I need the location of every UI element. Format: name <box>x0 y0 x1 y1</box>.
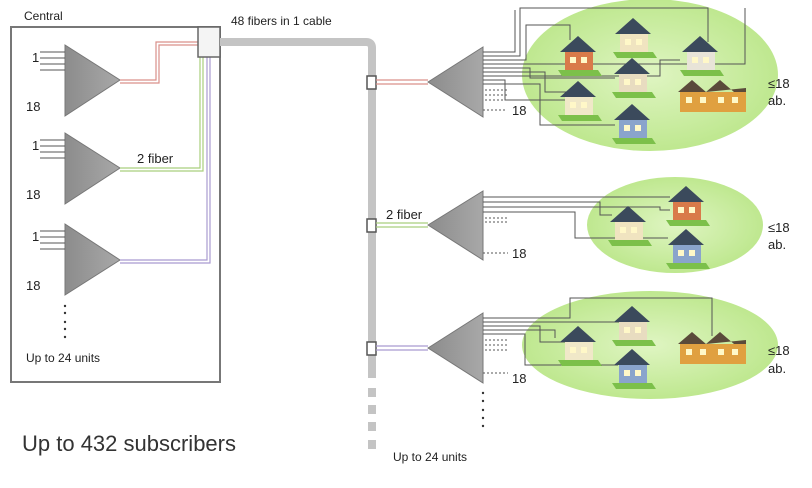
townhouse-icon <box>678 332 746 364</box>
two-fiber-label: 2 fiber <box>386 207 423 222</box>
central-splitter-1: 1 18 <box>26 44 121 117</box>
port-first-label: 1 <box>32 138 39 153</box>
house-icon <box>613 18 657 58</box>
cable-label: 48 fibers in 1 cable <box>231 14 332 28</box>
splitter-triangle <box>427 190 484 261</box>
subscribers-caption: Up to 432 subscribers <box>22 431 236 456</box>
house-icon <box>612 58 656 98</box>
port-last-label: 18 <box>26 99 40 114</box>
group-limit-label: ≤18 <box>768 343 790 358</box>
splitter-triangle <box>64 44 121 117</box>
house-icon <box>558 326 602 366</box>
central-units-label: Up to 24 units <box>26 351 100 365</box>
house-icon <box>558 36 602 76</box>
splice-3 <box>366 341 428 356</box>
port-last-label: 18 <box>512 103 526 118</box>
splitter-triangle <box>64 132 121 205</box>
port-last-label: 18 <box>26 278 40 293</box>
central-office: Central 1 18 1 18 <box>10 9 221 383</box>
house-icon <box>612 306 656 346</box>
group-unit-label: ab. <box>768 361 786 376</box>
townhouse-icon <box>678 80 746 112</box>
group-unit-label: ab. <box>768 93 786 108</box>
house-icon <box>666 186 710 226</box>
field-splitter-2: 18 ≤18 ab. <box>427 177 790 273</box>
group-limit-label: ≤18 <box>768 220 790 235</box>
port-last-label: 18 <box>512 246 526 261</box>
cable-connector-box <box>197 26 221 58</box>
port-first-label: 1 <box>32 229 39 244</box>
splitter-triangle <box>427 312 484 384</box>
central-splitter-2: 1 18 <box>26 132 121 205</box>
house-icon <box>612 349 656 389</box>
splice-2: 2 fiber <box>366 207 428 233</box>
group-limit-label: ≤18 <box>768 76 790 91</box>
central-fibers <box>120 41 211 264</box>
central-more-dots <box>63 304 67 339</box>
field-more-dots <box>481 391 485 428</box>
field-splitter-1: 18 ≤18 ab. <box>427 0 790 151</box>
house-icon <box>666 229 710 269</box>
splice-1 <box>366 75 428 90</box>
port-last-label: 18 <box>26 187 40 202</box>
central-box <box>10 26 221 383</box>
house-icon <box>558 81 602 121</box>
splitter-triangle <box>427 46 484 118</box>
central-splitter-3: 1 18 <box>26 223 121 296</box>
group-unit-label: ab. <box>768 237 786 252</box>
port-first-label: 1 <box>32 50 39 65</box>
trunk-units-label: Up to 24 units <box>393 450 467 464</box>
house-icon <box>608 206 652 246</box>
field-splitter-3: 18 ≤18 ab. <box>427 291 790 428</box>
port-last-label: 18 <box>512 371 526 386</box>
central-label: Central <box>24 9 63 23</box>
two-fiber-label: 2 fiber <box>137 151 174 166</box>
splitter-triangle <box>64 223 121 296</box>
house-icon <box>680 36 724 76</box>
house-icon <box>612 104 656 144</box>
trunk-cable: 48 fibers in 1 cable Up to 24 units <box>220 14 467 464</box>
